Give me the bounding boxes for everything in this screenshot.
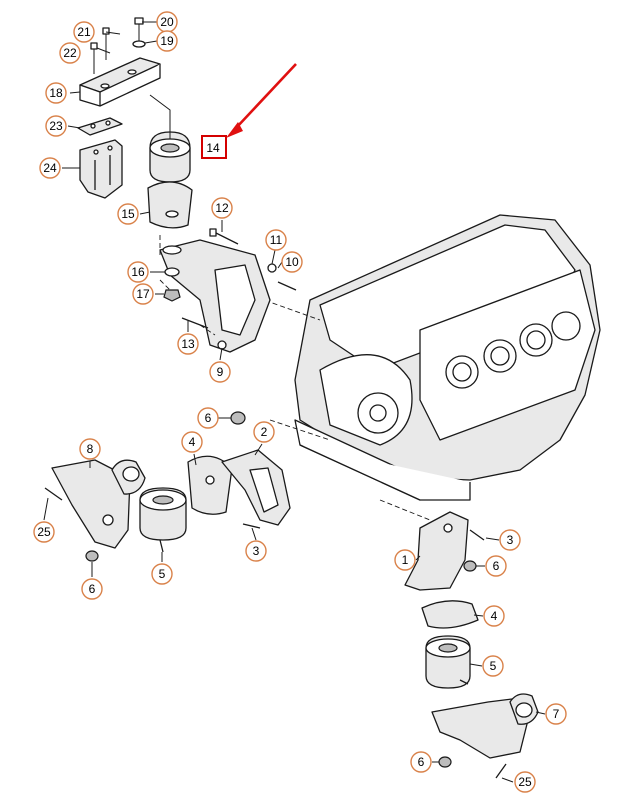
svg-text:22: 22 <box>63 46 77 60</box>
callout-2: 2 <box>253 421 275 443</box>
callout-11: 11 <box>265 229 287 251</box>
svg-text:5: 5 <box>490 659 497 673</box>
svg-text:4: 4 <box>491 609 498 623</box>
svg-text:25: 25 <box>518 775 532 789</box>
engine-block <box>249 214 601 521</box>
highlight-box-14 <box>201 135 227 159</box>
svg-text:7: 7 <box>553 707 560 721</box>
right-mount-assembly <box>404 511 539 779</box>
callout-4-a: 4 <box>181 431 203 453</box>
callout-18: 18 <box>45 82 67 104</box>
callout-23: 23 <box>45 115 67 137</box>
svg-text:11: 11 <box>270 233 283 247</box>
svg-text:23: 23 <box>49 119 63 133</box>
svg-text:6: 6 <box>418 755 425 769</box>
svg-text:18: 18 <box>49 86 63 100</box>
callout-5-b: 5 <box>482 655 504 677</box>
callout-21: 21 <box>73 21 95 43</box>
callout-12: 12 <box>211 197 233 219</box>
svg-text:9: 9 <box>217 365 224 379</box>
callout-6-b: 6 <box>81 578 103 600</box>
callout-20: 20 <box>156 11 178 33</box>
callout-17: 17 <box>132 283 154 305</box>
callout-6-a: 6 <box>197 407 219 429</box>
callout-4-b: 4 <box>483 605 505 627</box>
svg-text:15: 15 <box>121 207 135 221</box>
callout-14: 14 <box>206 141 220 155</box>
upper-mount-assembly <box>77 17 297 353</box>
callout-13: 13 <box>177 333 199 355</box>
callout-6-c: 6 <box>485 555 507 577</box>
callout-3-b: 3 <box>499 529 521 551</box>
svg-text:4: 4 <box>189 435 196 449</box>
svg-text:3: 3 <box>507 533 514 547</box>
svg-text:6: 6 <box>205 411 212 425</box>
callout-24: 24 <box>39 157 61 179</box>
svg-text:1: 1 <box>402 553 409 567</box>
callout-labels: 20 21 19 22 18 23 24 14 15 12 11 10 16 1… <box>33 11 567 793</box>
svg-text:20: 20 <box>160 15 174 29</box>
svg-text:14: 14 <box>206 141 220 155</box>
callout-1: 1 <box>394 549 416 571</box>
callout-8: 8 <box>79 438 101 460</box>
callout-16: 16 <box>127 261 149 283</box>
callout-15: 15 <box>117 203 139 225</box>
red-pointer-arrow <box>226 63 297 138</box>
callout-25-b: 25 <box>514 771 536 793</box>
svg-text:16: 16 <box>131 265 145 279</box>
svg-text:24: 24 <box>43 161 57 175</box>
svg-text:6: 6 <box>89 582 96 596</box>
svg-text:13: 13 <box>181 337 195 351</box>
svg-text:10: 10 <box>285 255 299 269</box>
callout-22: 22 <box>59 42 81 64</box>
left-mount-assembly <box>44 411 291 562</box>
callout-3-a: 3 <box>245 540 267 562</box>
callout-19: 19 <box>156 30 178 52</box>
callout-5-a: 5 <box>151 563 173 585</box>
svg-text:3: 3 <box>253 544 260 558</box>
leader-lines <box>43 21 546 783</box>
svg-text:25: 25 <box>37 525 51 539</box>
svg-text:2: 2 <box>261 425 268 439</box>
svg-text:5: 5 <box>159 567 166 581</box>
callout-10: 10 <box>281 251 303 273</box>
svg-text:19: 19 <box>160 34 174 48</box>
svg-text:6: 6 <box>493 559 500 573</box>
svg-text:8: 8 <box>87 442 94 456</box>
callout-25-a: 25 <box>33 521 55 543</box>
svg-text:17: 17 <box>136 287 150 301</box>
svg-text:21: 21 <box>77 25 91 39</box>
svg-text:12: 12 <box>215 201 229 215</box>
callout-6-d: 6 <box>410 751 432 773</box>
callout-7: 7 <box>545 703 567 725</box>
callout-9: 9 <box>209 361 231 383</box>
